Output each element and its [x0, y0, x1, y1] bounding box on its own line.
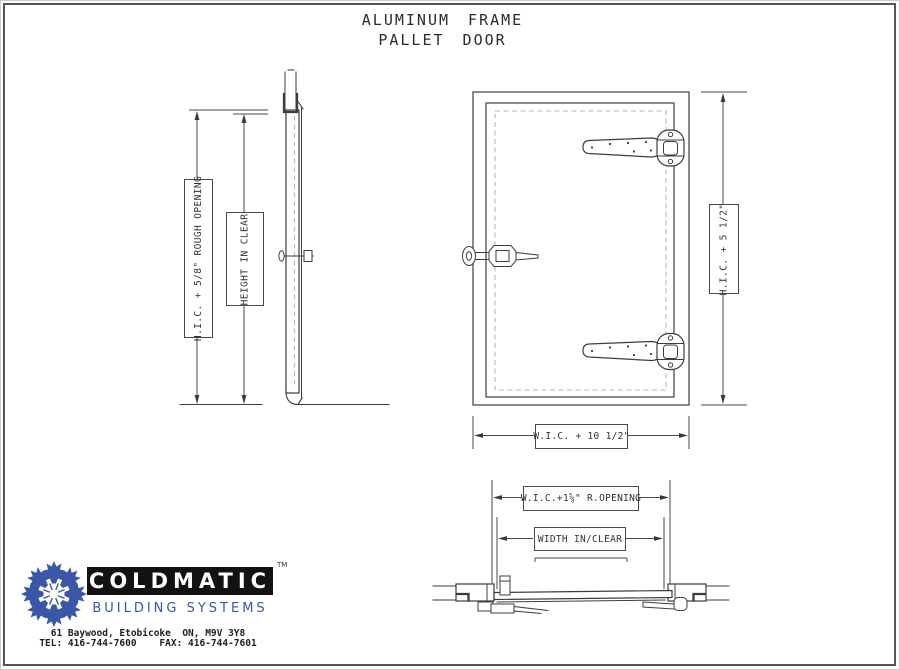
brand-wordmark: COLDMATIC: [87, 567, 273, 595]
trademark-symbol: TM: [277, 561, 288, 569]
drawing-title-line2: PALLET DOOR: [378, 31, 507, 49]
front-latch-handle: [462, 245, 539, 267]
width-in-clear-dimension-label: WIDTH IN/CLEAR: [534, 527, 626, 551]
brand-tagline: BUILDING SYSTEMS: [92, 601, 268, 616]
side-view-section: [179, 69, 390, 406]
page-title: ALUMINUM FRAME PALLET DOOR: [290, 10, 595, 50]
plan-hinge-hardware: [642, 597, 688, 611]
drawing-title-line1: ALUMINUM FRAME: [361, 11, 524, 29]
height-in-clear-dimension-label: HEIGHT IN CLEAR: [226, 212, 264, 306]
plan-view: [432, 575, 730, 615]
dimension-linework: [189, 91, 747, 589]
side-latch-handle: [278, 250, 314, 262]
rough-opening-height-dimension-label: H.I.C. + 5/8" ROUGH OPENING: [184, 176, 213, 341]
front-view: [462, 91, 690, 406]
bottom-hinge: [582, 332, 685, 371]
frame-height-dimension-label: H.I.C. + 5 1/2": [709, 203, 739, 295]
plan-latch-hardware: [477, 575, 549, 615]
company-contact-block: 61 Baywood, Etobicoke ON, M9V 3Y8 TEL: 4…: [8, 629, 288, 648]
frame-width-dimension-label: W.I.C. + 10 1/2": [533, 424, 629, 449]
rough-opening-width-dimension-label: W.I.C.+1⅝" R.OPENING: [521, 486, 641, 511]
contacts-line: TEL: 416-744-7600 FAX: 416-744-7601: [39, 637, 257, 649]
snowflake-logo-icon: [21, 561, 87, 627]
address-line: 61 Baywood, Etobicoke ON, M9V 3Y8: [50, 628, 246, 639]
top-hinge: [582, 129, 685, 167]
